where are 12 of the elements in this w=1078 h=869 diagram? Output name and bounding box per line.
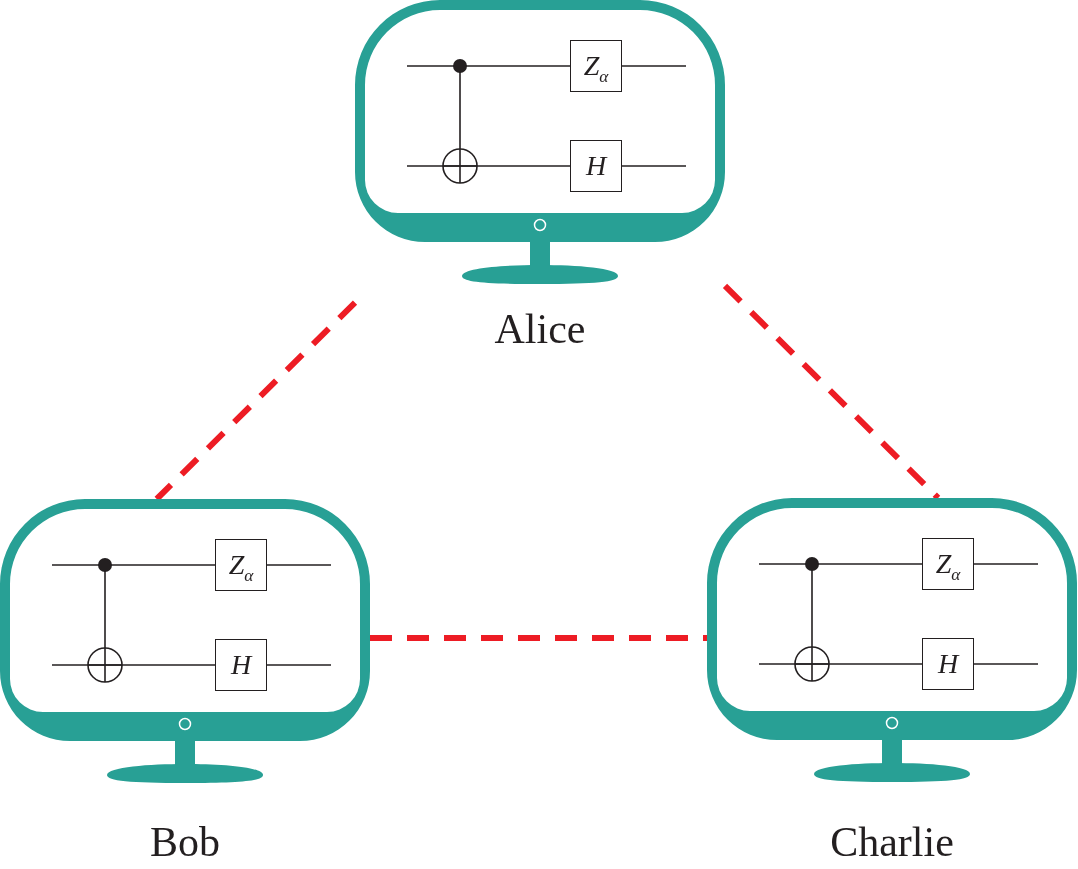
quantum-gate: H <box>922 638 974 690</box>
connection-line <box>370 635 707 641</box>
quantum-gate: Z$_{α}$ <box>570 40 622 92</box>
quantum-gate: H <box>215 639 267 691</box>
connection-line <box>722 283 941 501</box>
computer-name: Bob <box>150 818 220 867</box>
quantum-gate: Z$_{α}$ <box>215 539 267 591</box>
quantum-gate: H <box>570 140 622 192</box>
computer-name: Charlie <box>830 818 954 867</box>
connection-line <box>154 300 358 502</box>
quantum-gate: Z$_{α}$ <box>922 538 974 590</box>
computer-name: Alice <box>494 305 586 354</box>
